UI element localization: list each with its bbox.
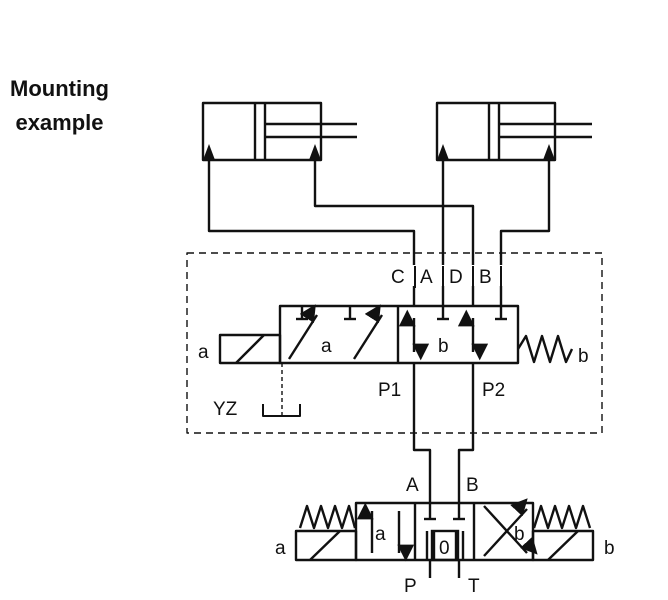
spring-b (516, 334, 574, 364)
drain-label: YZ (213, 399, 238, 420)
port-a-label: A (420, 267, 433, 288)
solenoid-a (218, 333, 282, 365)
port-c-label: C (391, 267, 405, 288)
lower-solenoid-a-label: a (275, 538, 286, 559)
supply-lines (207, 160, 551, 265)
port-connections (412, 286, 503, 306)
drain-line (262, 363, 301, 417)
right-cylinder (435, 101, 592, 162)
solenoid-a-label: a (198, 342, 209, 363)
center-position-box (430, 529, 460, 562)
lower-box-b-label: b (514, 524, 525, 545)
title-line-1: Mounting (10, 76, 109, 101)
port-b-label: B (479, 267, 492, 288)
spring-b-label: b (578, 346, 589, 367)
pilot-operated-valve (278, 304, 520, 365)
port-d-label: D (449, 267, 463, 288)
p1-label: P1 (378, 380, 401, 401)
lower-port-b-label: B (466, 475, 479, 496)
lower-solenoid-a (294, 529, 358, 562)
lower-spring-b (532, 504, 592, 530)
port-t-label: T (468, 576, 480, 597)
p2-label: P2 (482, 380, 505, 401)
port-p-label: P (404, 576, 417, 597)
pilot-box-b-label: b (438, 336, 449, 357)
left-cylinder (201, 101, 357, 162)
lower-spring-a (298, 504, 357, 530)
pressure-lines (412, 363, 475, 506)
lower-port-a-label: A (406, 475, 419, 496)
lower-center-label: 0 (439, 538, 450, 559)
title-line-2: example (15, 110, 104, 135)
lower-solenoid-b-label: b (604, 538, 615, 559)
lower-solenoid-b (531, 529, 595, 562)
page-title: Mounting example (10, 72, 109, 140)
pilot-box-a-label: a (321, 336, 332, 357)
valve-block-enclosure (186, 252, 603, 434)
lower-box-a-label: a (375, 524, 386, 545)
